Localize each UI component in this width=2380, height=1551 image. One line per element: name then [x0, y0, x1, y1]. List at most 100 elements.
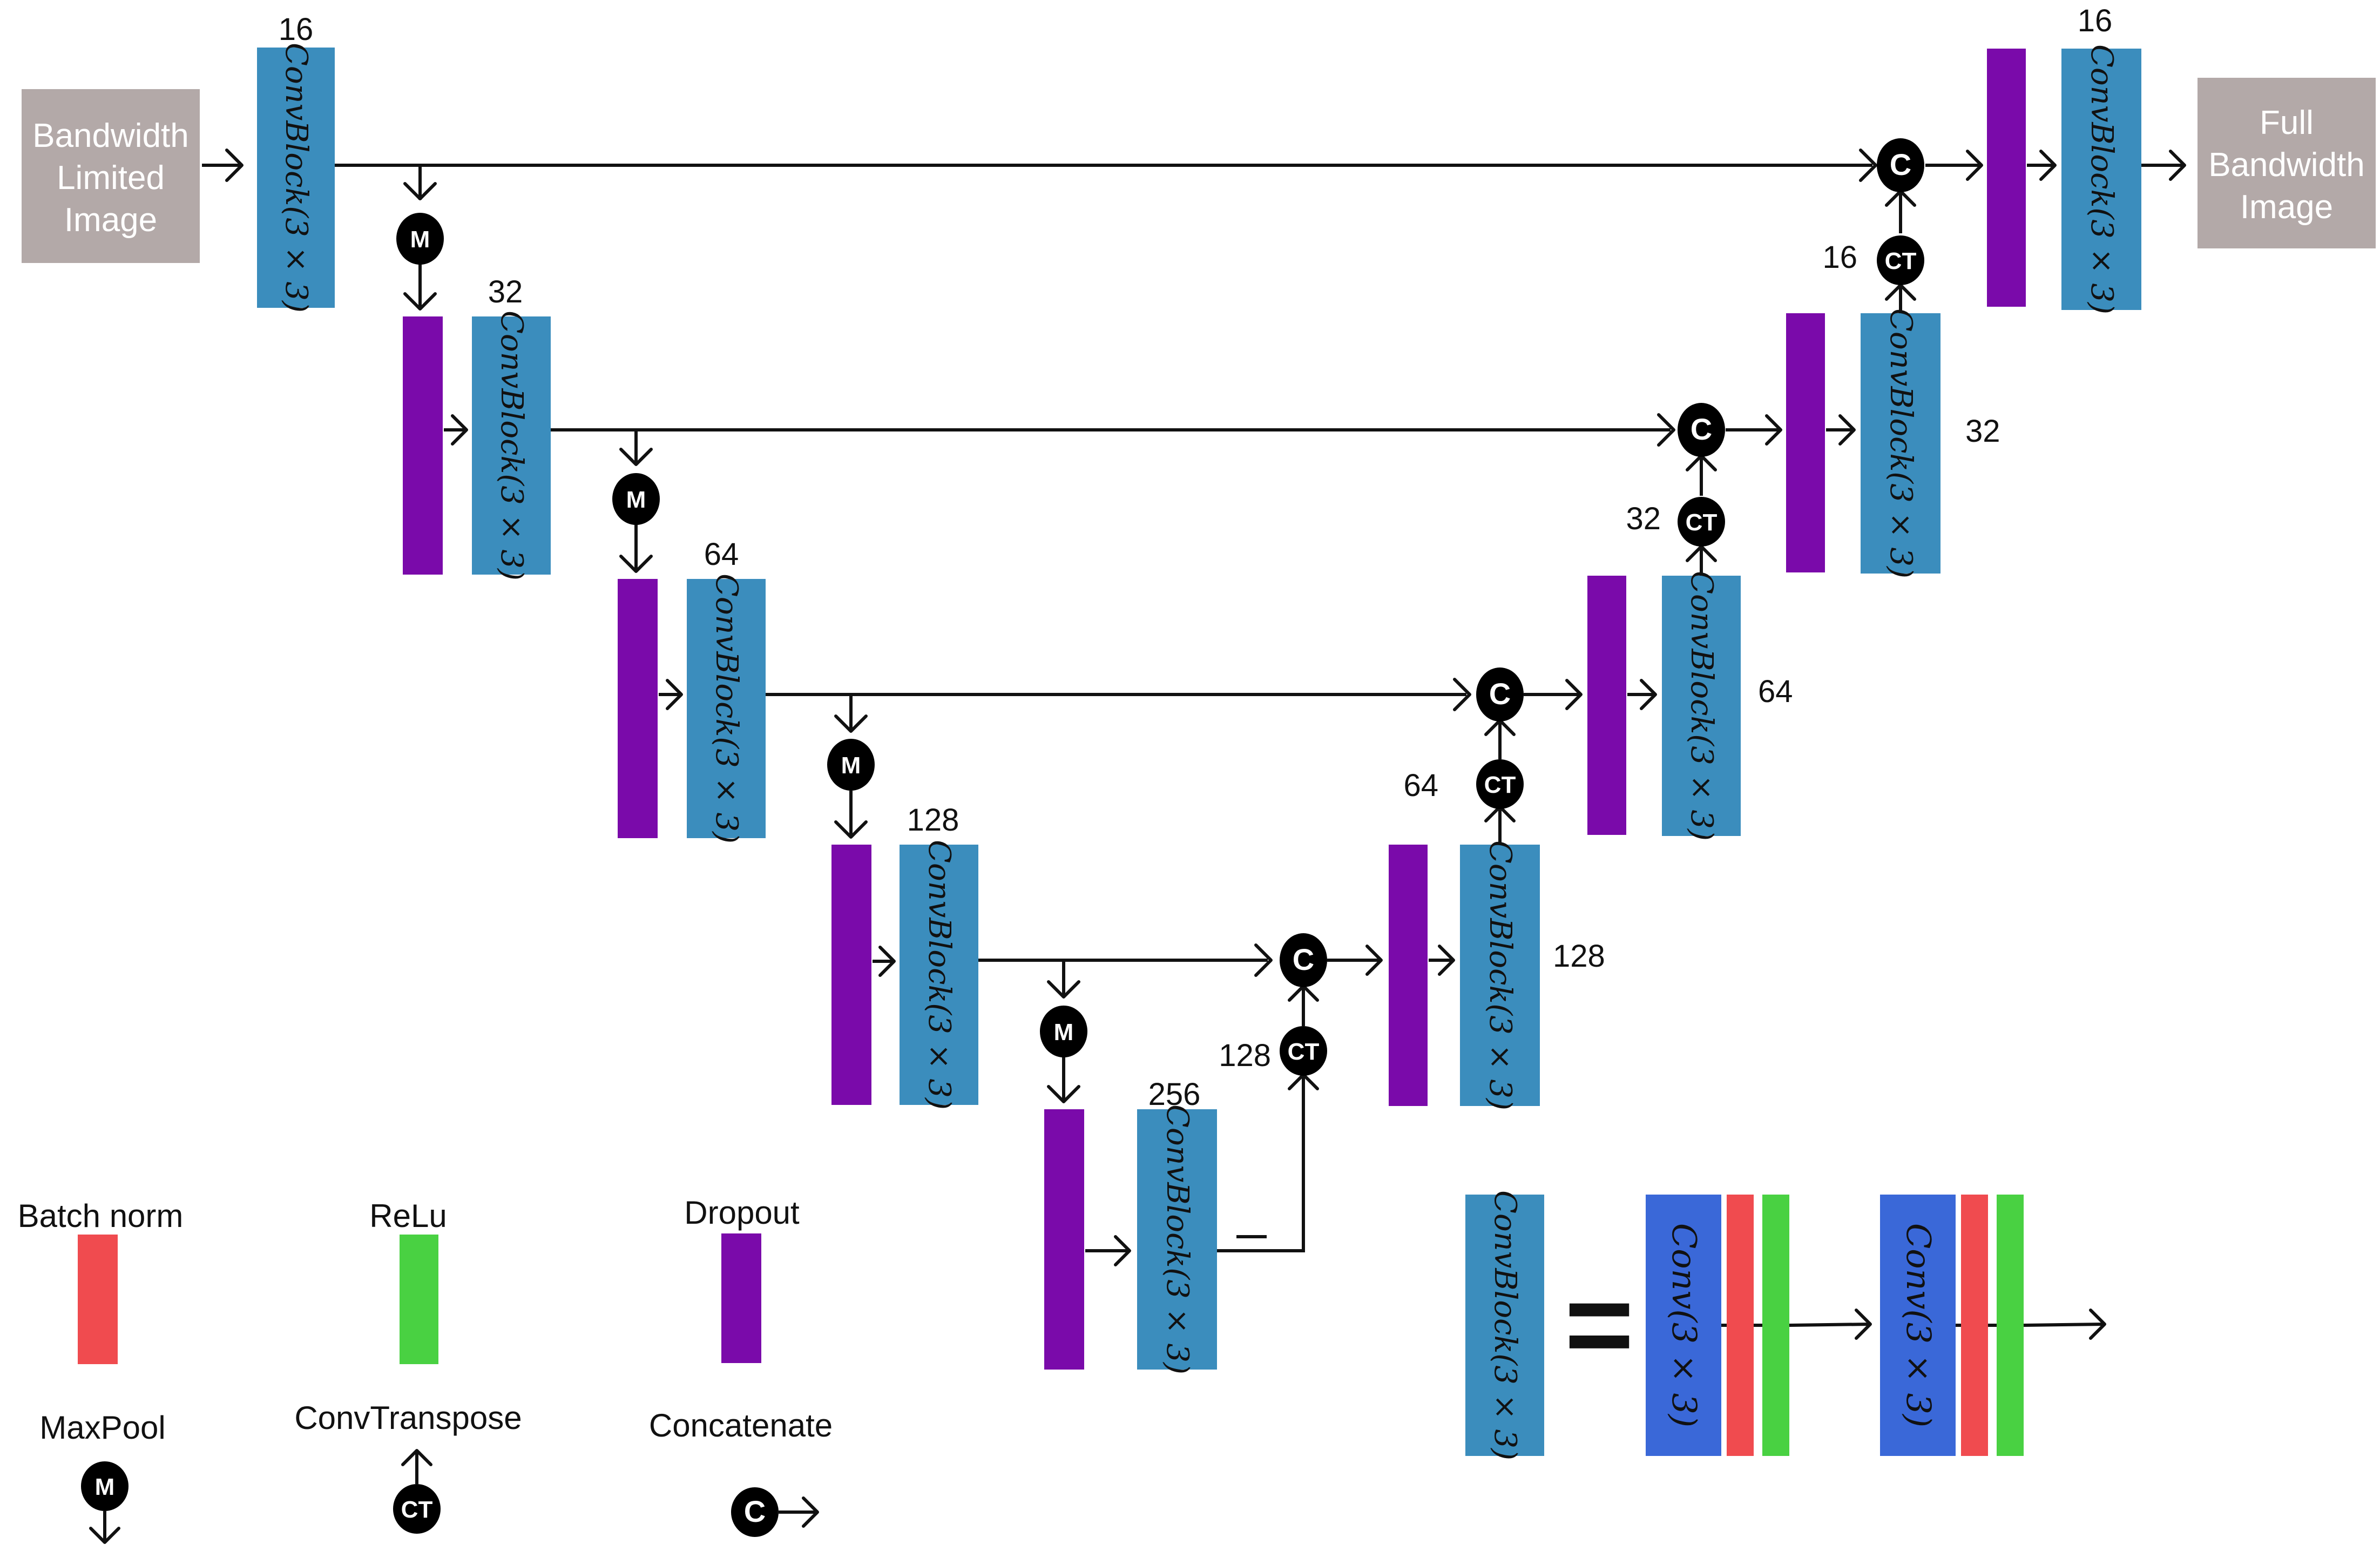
svg-text:ConvBlock(3 × 3): ConvBlock(3 × 3) [1883, 308, 1918, 578]
legend-convtranspose-label: ConvTranspose [294, 1400, 522, 1436]
maxpool-node-3: M [827, 739, 875, 791]
svg-text:ConvBlock(3 × 3): ConvBlock(3 × 3) [922, 840, 957, 1110]
channels-dec2: 32 [1965, 414, 2000, 449]
channels-dec2-ct: 32 [1626, 501, 1661, 536]
input-image-box: Bandwidth Limited Image [22, 89, 200, 263]
channels-enc3: 64 [704, 537, 739, 572]
svg-text:ConvBlock(3 × 3): ConvBlock(3 × 3) [1488, 1190, 1523, 1460]
conv-block-enc1: ConvBlock(3 × 3) [257, 43, 335, 313]
channels-dec1: 16 [2078, 3, 2113, 38]
convtranspose-node-2: CT [1678, 497, 1725, 547]
svg-text:ConvBlock(3 × 3): ConvBlock(3 × 3) [1483, 840, 1518, 1110]
concat-node-1: C [1877, 138, 1924, 192]
conv-layer-2: Conv(3 × 3) [1880, 1195, 1956, 1456]
svg-text:M: M [841, 752, 861, 779]
conv-block-dec1: ConvBlock(3 × 3) [2061, 44, 2141, 314]
conv-block-bottleneck: ConvBlock(3 × 3) [1137, 1104, 1217, 1374]
svg-text:CT: CT [1686, 509, 1718, 536]
channels-dec3: 64 [1758, 674, 1793, 709]
convblock-definition: ConvBlock(3 × 3) = Conv(3 × 3) Conv(3 × … [1465, 1190, 2106, 1460]
connections [202, 149, 2186, 1266]
channels-enc2: 32 [488, 274, 523, 309]
svg-text:C: C [1691, 412, 1712, 446]
legend-dropout-label: Dropout [684, 1195, 800, 1231]
legend-concatenate-label: Concatenate [649, 1407, 833, 1444]
legend-relu-label: ReLu [369, 1198, 447, 1234]
svg-text:ConvBlock(3 × 3): ConvBlock(3 × 3) [494, 311, 529, 581]
channels-dec1-ct: 16 [1822, 240, 1857, 275]
channels-enc1: 16 [279, 12, 314, 47]
svg-text:M: M [410, 226, 430, 253]
conv-layer-1: Conv(3 × 3) [1646, 1195, 1721, 1456]
dropout-enc2 [403, 316, 443, 575]
dropout-dec4 [1389, 845, 1428, 1106]
svg-text:C: C [744, 1494, 766, 1528]
input-label-line1: Bandwidth [32, 117, 189, 154]
svg-text:M: M [626, 487, 646, 513]
batch-norm-layer-1 [1727, 1195, 1754, 1456]
svg-text:Conv(3 × 3): Conv(3 × 3) [1899, 1223, 1938, 1427]
convtranspose-node-1: CT [1877, 235, 1924, 285]
output-label-line3: Image [2240, 188, 2333, 226]
convtranspose-node-4: CT [1280, 1026, 1327, 1076]
svg-text:CT: CT [1288, 1039, 1320, 1065]
svg-text:ConvBlock(3 × 3): ConvBlock(3 × 3) [1160, 1104, 1195, 1374]
dropout-dec1 [1987, 49, 2026, 307]
legend-dropout-swatch [721, 1233, 761, 1363]
maxpool-node-1: M [396, 213, 444, 265]
dropout-bottleneck [1044, 1109, 1084, 1370]
equals-sign: = [1565, 1258, 1634, 1391]
concat-node-4: C [1280, 933, 1327, 987]
channels-dec4-ct: 128 [1219, 1038, 1271, 1073]
legend-maxpool-icon [81, 1461, 129, 1511]
dropout-dec2 [1786, 313, 1825, 572]
svg-text:C: C [1890, 147, 1911, 181]
output-label-line2: Bandwidth [2208, 146, 2365, 184]
svg-text:M: M [1054, 1019, 1074, 1046]
convtranspose-node-3: CT [1476, 759, 1524, 809]
svg-text:ConvBlock(3 × 3): ConvBlock(3 × 3) [2084, 44, 2119, 314]
maxpool-node-2: M [612, 473, 660, 525]
output-label-line1: Full [2260, 104, 2314, 141]
channels-dec3-ct: 64 [1403, 768, 1438, 803]
batch-norm-layer-2 [1961, 1195, 1988, 1456]
legend-concatenate-icon [731, 1487, 779, 1537]
svg-text:CT: CT [401, 1496, 433, 1523]
svg-text:Conv(3 × 3): Conv(3 × 3) [1665, 1223, 1704, 1427]
conv-block-enc4: ConvBlock(3 × 3) [900, 840, 978, 1110]
legend-batch-norm-label: Batch norm [18, 1198, 184, 1234]
svg-text:M: M [95, 1474, 115, 1500]
legend: Batch norm ReLu Dropout MaxPool M ConvTr… [18, 1195, 833, 1544]
svg-text:CT: CT [1885, 248, 1917, 274]
legend-batch-norm-swatch [78, 1235, 118, 1364]
channels-enc4: 128 [907, 803, 959, 838]
relu-layer-2 [1997, 1195, 2024, 1456]
conv-block-enc2: ConvBlock(3 × 3) [472, 311, 551, 581]
output-image-box: Full Bandwidth Image [2198, 78, 2376, 248]
svg-text:ConvBlock(3 × 3): ConvBlock(3 × 3) [709, 574, 744, 844]
dropout-enc4 [831, 845, 871, 1105]
dropout-enc3 [618, 579, 658, 838]
legend-relu-swatch [400, 1235, 438, 1364]
svg-text:ConvBlock(3 × 3): ConvBlock(3 × 3) [279, 43, 314, 313]
maxpool-node-4: M [1040, 1006, 1087, 1057]
legend-convtranspose-icon [393, 1484, 441, 1534]
concat-node-3: C [1476, 667, 1524, 721]
svg-text:CT: CT [1484, 772, 1516, 798]
dropout-dec3 [1587, 576, 1626, 835]
conv-block-dec2: ConvBlock(3 × 3) [1861, 308, 1940, 578]
conv-block-dec3: ConvBlock(3 × 3) [1662, 571, 1741, 841]
conv-block-dec4: ConvBlock(3 × 3) [1460, 840, 1540, 1110]
svg-text:ConvBlock(3 × 3): ConvBlock(3 × 3) [1684, 571, 1719, 841]
relu-layer-1 [1762, 1195, 1789, 1456]
input-label-line3: Image [64, 201, 157, 239]
concat-node-2: C [1678, 403, 1725, 457]
input-label-line2: Limited [57, 159, 165, 197]
svg-text:C: C [1489, 677, 1511, 711]
legend-maxpool-label: MaxPool [39, 1410, 165, 1446]
channels-dec4: 128 [1553, 939, 1605, 974]
channels-bottleneck: 256 [1148, 1077, 1201, 1112]
conv-block-enc3: ConvBlock(3 × 3) [687, 574, 766, 844]
convblock-definition-block: ConvBlock(3 × 3) [1465, 1190, 1544, 1460]
